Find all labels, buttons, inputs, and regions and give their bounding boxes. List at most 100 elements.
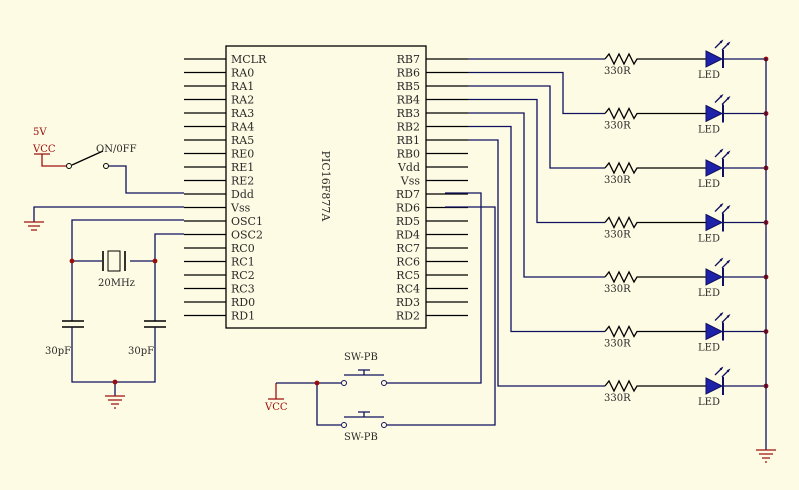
oscillator-circuit <box>62 219 184 409</box>
rb-wire <box>468 125 605 333</box>
left-pin-label: Ddd <box>231 188 254 201</box>
right-pin-group: RB7RB6RB5RB4RB3RB2RB1RB0VddVssRD7RD6RD5R… <box>396 53 468 323</box>
led-diode <box>705 104 724 123</box>
led-row: 330R LED <box>468 85 769 190</box>
resistor <box>604 161 706 175</box>
led-arrows <box>714 366 731 378</box>
right-pin-label: Vdd <box>397 161 420 174</box>
left-pin-label: Vss <box>230 202 251 215</box>
led-arrows <box>714 148 731 160</box>
push-button-circuit[interactable] <box>268 192 496 428</box>
led-label: LED <box>698 397 720 408</box>
right-pin-label: RD5 <box>396 215 420 228</box>
led-diode <box>705 268 724 286</box>
button-vcc-label: VCC <box>264 402 288 413</box>
left-pin-label: RE1 <box>231 161 254 174</box>
rb-wire <box>468 139 605 387</box>
resistor-label: 330R <box>604 66 631 77</box>
ic-name: PIC16F877A <box>319 151 332 223</box>
supply-voltage-label: 5V <box>33 127 47 138</box>
rb-wire <box>468 85 605 169</box>
left-pin-label: RA0 <box>231 67 254 80</box>
vcc-label: VCC <box>32 144 56 155</box>
led-diode <box>705 159 724 177</box>
led-row: 330R LED <box>468 39 769 81</box>
led-diode <box>705 322 724 341</box>
right-pin-label: Vss <box>400 175 421 188</box>
left-pin-label: RE0 <box>231 148 254 161</box>
right-pin-label: RD3 <box>396 296 420 309</box>
power-switch[interactable] <box>34 150 184 194</box>
left-pin-label: RA4 <box>231 121 254 134</box>
right-pin-label: RC4 <box>396 283 420 296</box>
right-pin-label: RD6 <box>396 202 420 215</box>
led-row: 330R LED <box>468 98 769 245</box>
rb-wire <box>468 98 605 224</box>
ic-body <box>225 45 427 329</box>
right-pin-label: RB5 <box>397 80 420 93</box>
button-top-label: SW-PB <box>344 352 378 363</box>
led-label: LED <box>698 343 720 354</box>
resistor <box>604 107 706 120</box>
resistor <box>604 216 706 229</box>
resistor <box>604 52 706 66</box>
resistor-label: 330R <box>604 393 631 404</box>
cap1-label: 30pF <box>45 346 71 357</box>
left-pin-label: MCLR <box>231 53 267 66</box>
cap2-label: 30pF <box>128 346 154 357</box>
switch-label: ON/0FF <box>96 144 137 155</box>
resistor <box>604 270 706 284</box>
left-pin-label: RC1 <box>231 256 255 269</box>
led-row: 330R LED <box>468 139 769 408</box>
right-pin-label: RD4 <box>396 229 420 242</box>
left-pin-group: MCLRRA0RA1RA2RA3RA4RA5RE0RE1RE2DddVssOSC… <box>184 53 267 323</box>
right-pin-label: RC5 <box>396 269 420 282</box>
led-arrows <box>714 203 731 214</box>
right-pin-label: RD2 <box>396 310 420 323</box>
led-bank: 330R LED 330R LED 330R LED 330R LED 330R LED 330R L… <box>468 39 769 408</box>
left-pin-label: RC3 <box>231 283 255 296</box>
left-pin-label: RE2 <box>231 175 254 188</box>
resistor <box>604 379 706 393</box>
right-pin-label: RB0 <box>397 148 420 161</box>
left-pin-label: RC2 <box>231 269 255 282</box>
led-diode <box>705 213 724 232</box>
resistor-label: 330R <box>604 175 631 186</box>
crystal-label: 20MHz <box>98 278 135 289</box>
left-pin-label: RD1 <box>231 310 255 323</box>
right-pin-label: RB3 <box>397 107 420 120</box>
rb-wire <box>468 112 605 278</box>
left-pin-label: RA1 <box>231 80 254 93</box>
right-pin-label: RB2 <box>397 121 420 134</box>
left-pin-label: RD0 <box>231 296 255 309</box>
right-pin-label: RC7 <box>396 242 420 255</box>
right-pin-label: RC6 <box>396 256 420 269</box>
led-row: 330R LED <box>468 112 769 299</box>
resistor <box>604 325 706 338</box>
led-label: LED <box>698 70 720 81</box>
led-label: LED <box>698 234 720 245</box>
left-pin-label: RA3 <box>231 107 254 120</box>
right-pin-label: RB1 <box>397 134 420 147</box>
led-diode <box>705 377 724 395</box>
left-pin-label: OSC2 <box>231 229 263 242</box>
right-pin-label: RD7 <box>396 188 420 201</box>
led-arrows <box>714 257 731 269</box>
led-row: 330R LED <box>468 125 769 354</box>
ground-symbol-left <box>24 206 184 231</box>
led-label: LED <box>698 179 720 190</box>
led-label: LED <box>698 125 720 136</box>
led-row: 330R LED <box>468 71 769 136</box>
resistor-label: 330R <box>604 339 631 350</box>
led-label: LED <box>698 288 720 299</box>
resistor-label: 330R <box>604 121 631 132</box>
resistor-label: 330R <box>604 230 631 241</box>
right-pin-label: RB6 <box>397 67 420 80</box>
left-pin-label: RA5 <box>231 134 254 147</box>
left-pin-label: RC0 <box>231 242 255 255</box>
resistor-label: 330R <box>604 284 631 295</box>
led-diode <box>705 50 724 68</box>
led-arrows <box>714 94 731 105</box>
left-pin-label: OSC1 <box>231 215 263 228</box>
